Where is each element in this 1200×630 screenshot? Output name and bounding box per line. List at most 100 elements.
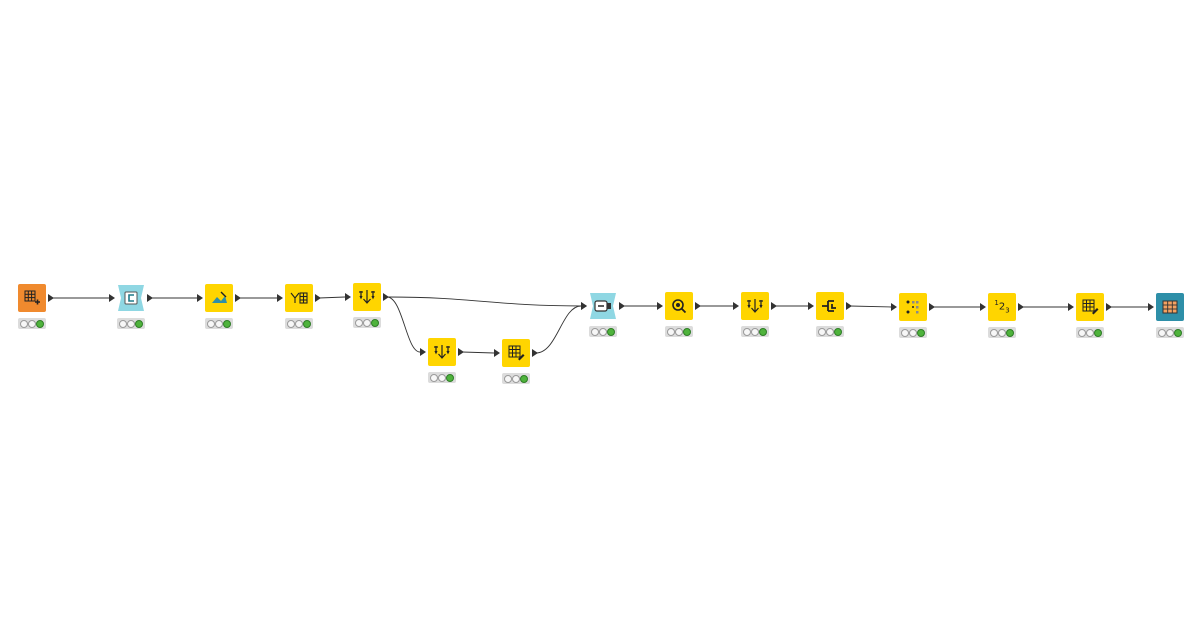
input-port-arrow[interactable] [733, 302, 739, 310]
node-status-indicator [428, 372, 456, 383]
connection-n11-n12[interactable] [849, 305, 892, 308]
status-light-idle [127, 320, 135, 328]
connection-n4-n5[interactable] [318, 296, 346, 299]
status-light-executed [446, 374, 454, 382]
workflow-node-n4[interactable] [285, 284, 321, 312]
sorter-icon [428, 338, 464, 366]
status-light-idle [20, 320, 28, 328]
workflow-node-n12[interactable] [899, 293, 935, 321]
connection-n5-n6[interactable] [386, 296, 421, 353]
node-status-indicator [988, 327, 1016, 338]
status-light-idle [1166, 329, 1174, 337]
status-light-executed [135, 320, 143, 328]
status-light-executed [1094, 329, 1102, 337]
workflow-node-n13[interactable]: 123 [988, 293, 1024, 321]
workflow-node-n8[interactable] [589, 292, 625, 320]
table-view-icon [1156, 293, 1184, 321]
workflow-node-n5[interactable] [353, 283, 389, 311]
node-status-indicator [353, 317, 381, 328]
status-light-executed [834, 328, 842, 336]
node-status-indicator [502, 373, 530, 384]
status-light-idle [675, 328, 683, 336]
node-status-indicator [285, 318, 313, 329]
status-light-idle [438, 374, 446, 382]
lookup-icon [665, 292, 701, 320]
status-light-executed [223, 320, 231, 328]
workflow-node-n10[interactable] [741, 292, 777, 320]
node-status-indicator [741, 326, 769, 337]
input-port-arrow[interactable] [197, 294, 203, 302]
status-light-idle [751, 328, 759, 336]
input-port-arrow[interactable] [494, 349, 500, 357]
input-port-arrow[interactable] [420, 348, 426, 356]
input-port-arrow[interactable] [1148, 303, 1154, 311]
status-light-idle [28, 320, 36, 328]
table-editor-icon [502, 339, 538, 367]
workflow-node-n1[interactable] [18, 284, 54, 312]
status-light-idle [1086, 329, 1094, 337]
node-status-indicator [1076, 327, 1104, 338]
connection-n6-n7[interactable] [461, 351, 495, 354]
status-light-idle [119, 320, 127, 328]
column-filter-icon [285, 284, 321, 312]
numbering-icon-label: 123 [994, 299, 1010, 315]
joiner-icon [816, 292, 852, 320]
sorter-icon [353, 283, 389, 311]
workflow-node-n11[interactable] [816, 292, 852, 320]
status-light-idle [743, 328, 751, 336]
status-light-idle [591, 328, 599, 336]
status-light-idle [667, 328, 675, 336]
status-light-executed [1174, 329, 1182, 337]
status-light-idle [512, 375, 520, 383]
workflow-node-n15[interactable] [1156, 293, 1184, 321]
status-light-idle [430, 374, 438, 382]
connection-n5-n8[interactable] [386, 296, 582, 307]
table-creator-icon [18, 284, 54, 312]
input-port-arrow[interactable] [980, 303, 986, 311]
status-light-idle [363, 319, 371, 327]
status-light-idle [990, 329, 998, 337]
numbering-icon [988, 293, 1024, 321]
status-light-executed [1006, 329, 1014, 337]
loop-end-icon [590, 293, 625, 319]
status-light-executed [520, 375, 528, 383]
node-status-indicator [899, 327, 927, 338]
input-port-arrow[interactable] [109, 294, 115, 302]
status-light-idle [599, 328, 607, 336]
status-light-idle [207, 320, 215, 328]
connection-n7-n8[interactable] [535, 305, 582, 354]
input-port-arrow[interactable] [345, 293, 351, 301]
status-light-idle [287, 320, 295, 328]
node-status-indicator [1156, 327, 1184, 338]
status-light-idle [215, 320, 223, 328]
workflow-node-n6[interactable] [428, 338, 464, 366]
node-status-indicator [665, 326, 693, 337]
node-status-indicator [816, 326, 844, 337]
status-light-executed [36, 320, 44, 328]
status-light-idle [1078, 329, 1086, 337]
workflow-node-n9[interactable] [665, 292, 701, 320]
input-port-arrow[interactable] [1068, 303, 1074, 311]
node-status-indicator [18, 318, 46, 329]
node-status-indicator [205, 318, 233, 329]
status-light-executed [759, 328, 767, 336]
string-manipulation-icon [205, 284, 241, 312]
workflow-node-n2[interactable] [117, 284, 153, 312]
workflow-node-n14[interactable] [1076, 293, 1112, 321]
workflow-node-n3[interactable] [205, 284, 241, 312]
dot-matrix-icon [899, 293, 935, 321]
status-light-idle [909, 329, 917, 337]
status-light-idle [818, 328, 826, 336]
input-port-arrow[interactable] [277, 294, 283, 302]
input-port-arrow[interactable] [891, 303, 897, 311]
status-light-executed [607, 328, 615, 336]
status-light-executed [371, 319, 379, 327]
input-port-arrow[interactable] [657, 302, 663, 310]
workflow-node-n7[interactable] [502, 339, 538, 367]
status-light-idle [998, 329, 1006, 337]
node-status-indicator [117, 318, 145, 329]
input-port-arrow[interactable] [581, 302, 587, 310]
sorter-icon [741, 292, 777, 320]
input-port-arrow[interactable] [808, 302, 814, 310]
